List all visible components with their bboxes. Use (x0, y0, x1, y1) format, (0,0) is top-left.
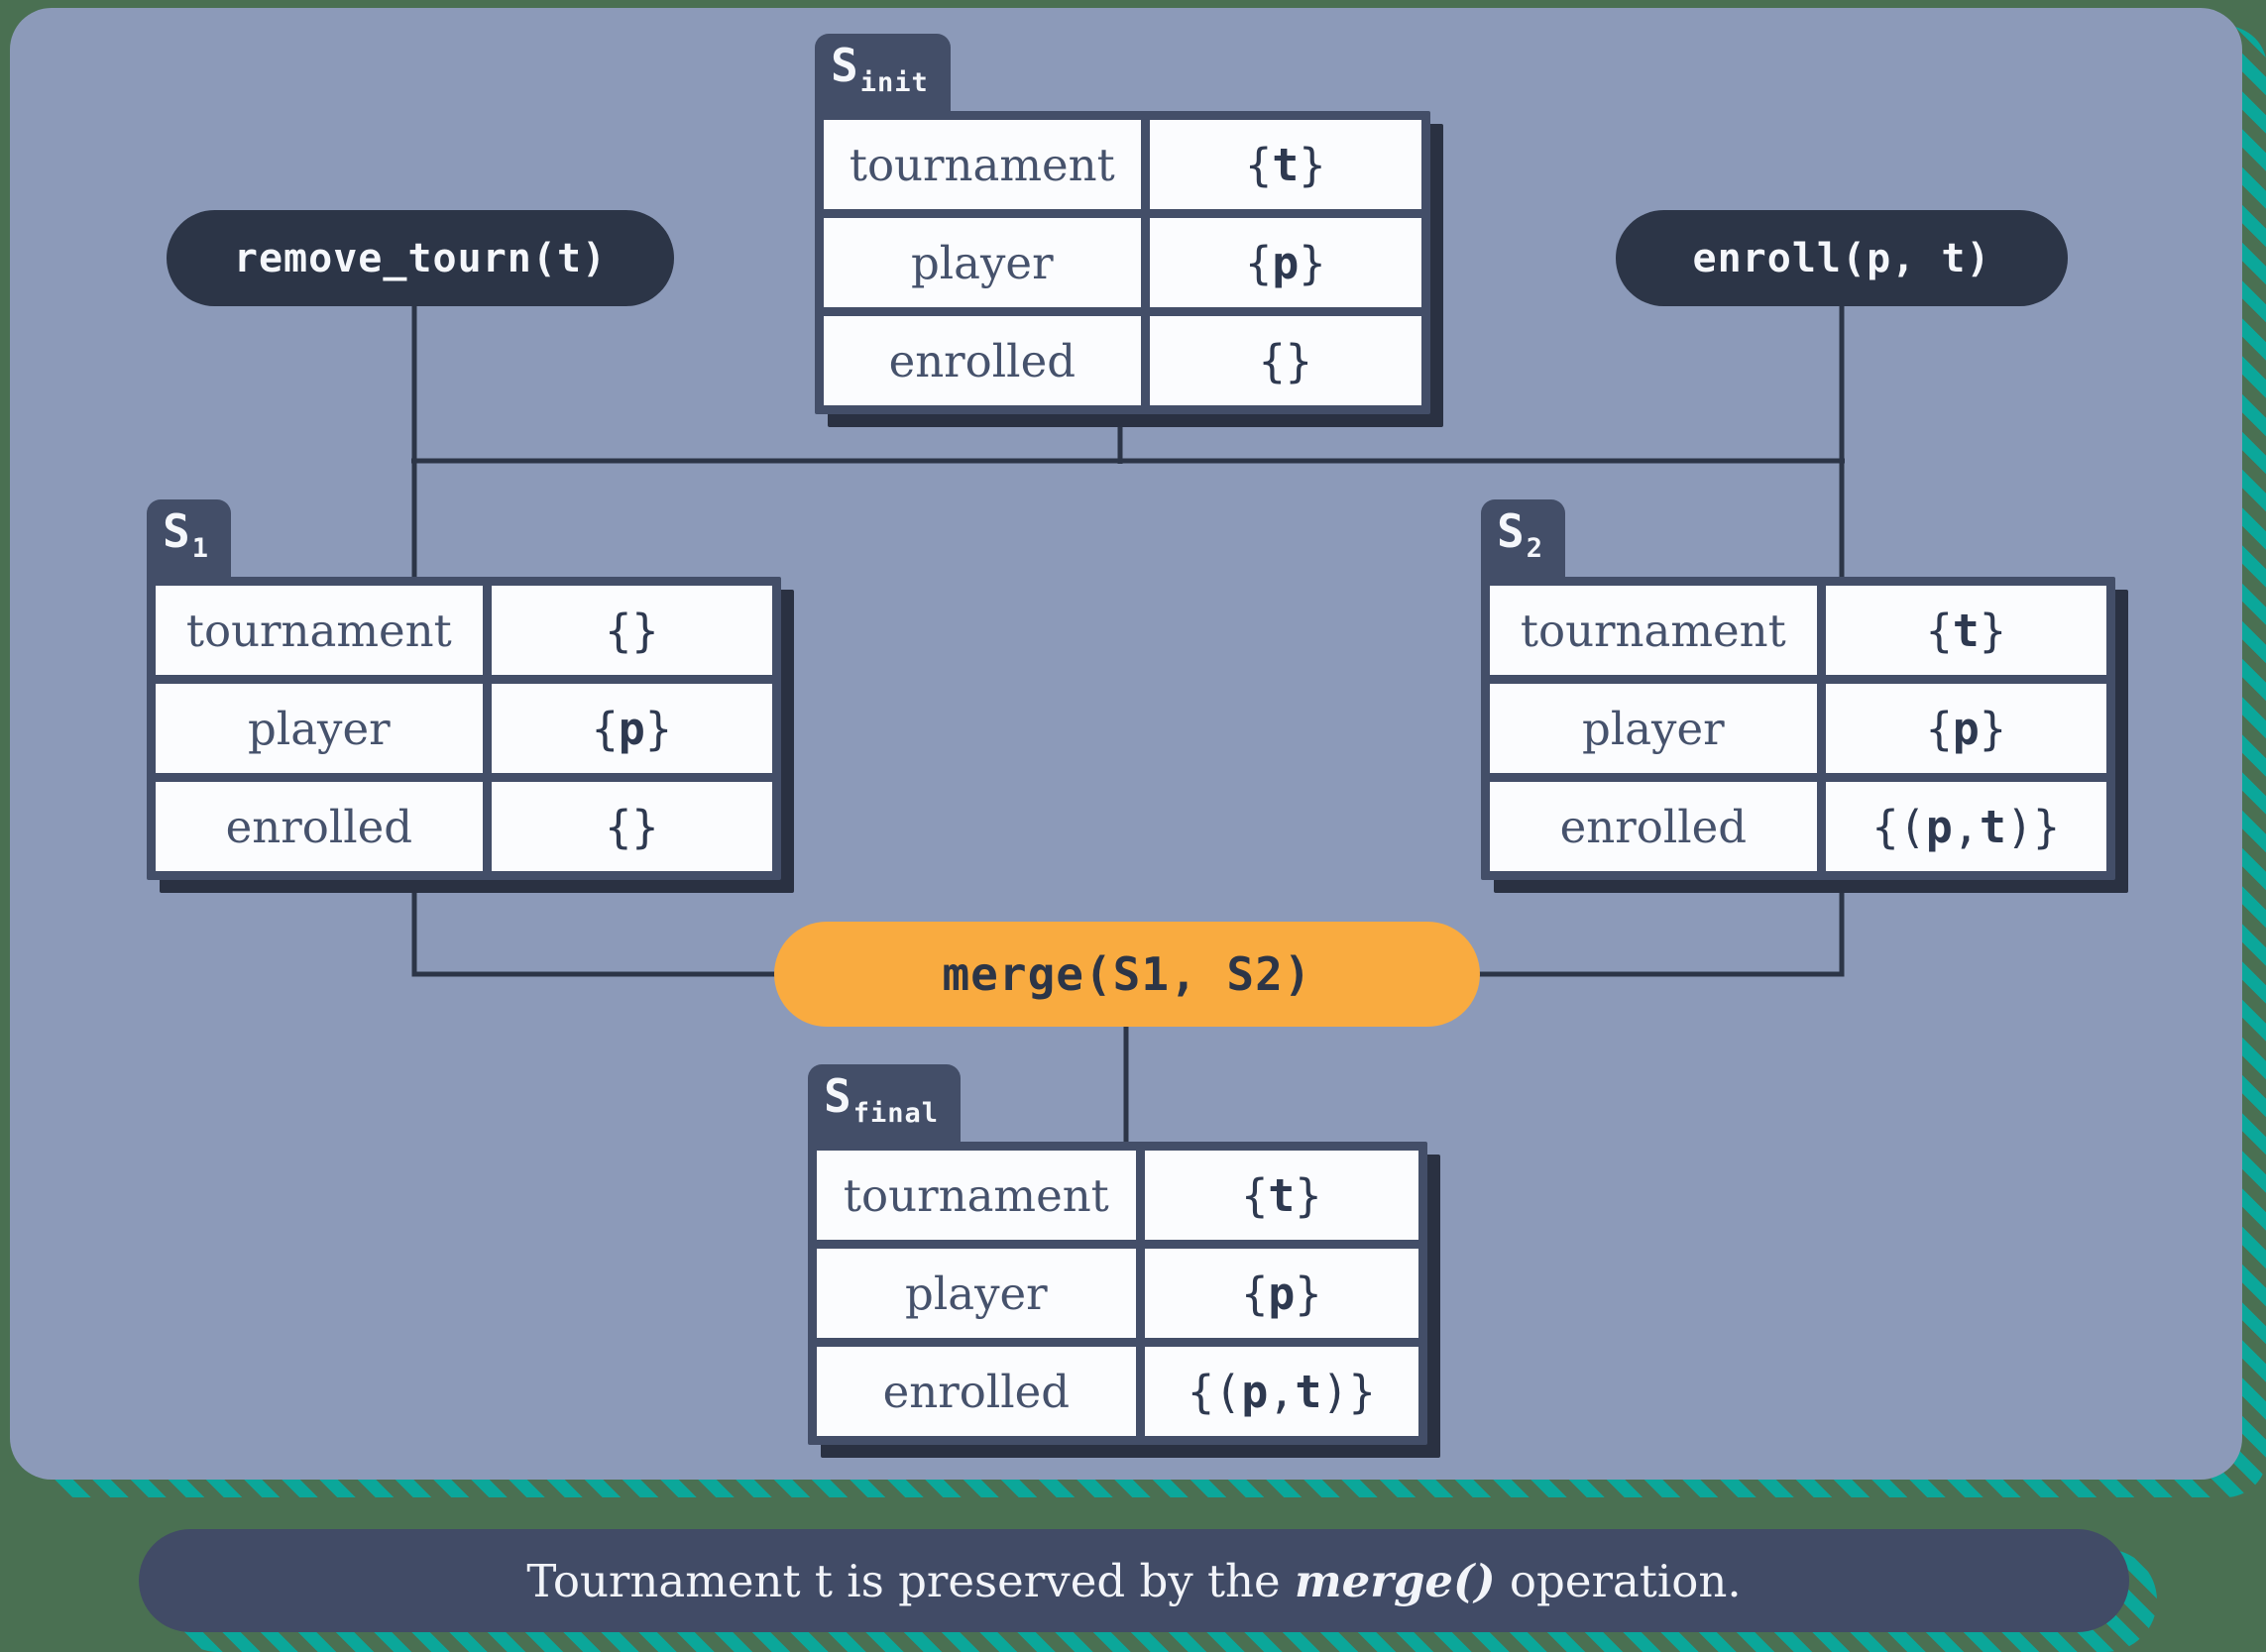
table-tab-s2: S 2 (1481, 499, 1565, 579)
operation-label: remove_tourn(t) (233, 235, 608, 281)
operation-pill-merge: merge(S1, S2) (774, 922, 1480, 1027)
state-table-s2: S 2 tournament {t} player {p} enrolled {… (1481, 499, 2115, 880)
table-grid: tournament {} player {p} enrolled {} (147, 577, 781, 880)
table-name-subscript: final (852, 1097, 939, 1129)
state-table-s-init: S init tournament {t} player {p} enrolle… (815, 34, 1430, 414)
state-table-s-final: S final tournament {t} player {p} enroll… (808, 1064, 1427, 1445)
row-label: tournament (817, 1151, 1136, 1240)
table-name-subscript: init (859, 66, 929, 98)
table-name: S (824, 1069, 851, 1123)
row-value: {(p, t)} (1144, 1347, 1418, 1436)
row-value: {(p, t)} (1825, 782, 2106, 871)
operation-label: enroll(p, t) (1692, 235, 1991, 281)
row-value: {} (491, 782, 772, 871)
operation-pill-enroll: enroll(p, t) (1616, 210, 2068, 306)
row-value: {p} (491, 684, 772, 773)
row-label: player (824, 218, 1141, 307)
row-value: {} (491, 586, 772, 675)
table-tab-s1: S 1 (147, 499, 231, 579)
row-label: player (156, 684, 483, 773)
row-label: tournament (824, 120, 1141, 209)
row-label: player (1490, 684, 1817, 773)
table-name: S (163, 504, 190, 558)
table-grid: tournament {t} player {p} enrolled {} (815, 111, 1430, 414)
caption-text-pre: Tournament t is preserved by the (526, 1554, 1295, 1607)
table-grid: tournament {t} player {p} enrolled {(p, … (1481, 577, 2115, 880)
table-tab-s-init: S init (815, 34, 951, 113)
operation-pill-remove-tourn: remove_tourn(t) (167, 210, 674, 306)
row-value: {p} (1144, 1249, 1418, 1338)
caption-text-merge: merge() (1294, 1554, 1496, 1607)
table-name: S (831, 39, 858, 92)
table-grid: tournament {t} player {p} enrolled {(p, … (808, 1142, 1427, 1445)
table-name: S (1497, 504, 1525, 558)
row-label: player (817, 1249, 1136, 1338)
table-name-subscript: 2 (1526, 532, 1543, 564)
row-label: enrolled (817, 1347, 1136, 1436)
table-tab-s-final: S final (808, 1064, 961, 1144)
state-table-s1: S 1 tournament {} player {p} enrolled {} (147, 499, 781, 880)
caption-text-post: operation. (1495, 1554, 1742, 1607)
row-value: {p} (1149, 218, 1421, 307)
caption-bar: Tournament t is preserved by the merge()… (139, 1529, 2129, 1632)
table-name-subscript: 1 (191, 532, 209, 564)
row-label: enrolled (824, 316, 1141, 405)
row-label: tournament (1490, 586, 1817, 675)
row-label: enrolled (156, 782, 483, 871)
row-label: tournament (156, 586, 483, 675)
row-value: {t} (1825, 586, 2106, 675)
row-label: enrolled (1490, 782, 1817, 871)
row-value: {t} (1149, 120, 1421, 209)
operation-label: merge(S1, S2) (942, 947, 1312, 1001)
row-value: {} (1149, 316, 1421, 405)
row-value: {p} (1825, 684, 2106, 773)
row-value: {t} (1144, 1151, 1418, 1240)
